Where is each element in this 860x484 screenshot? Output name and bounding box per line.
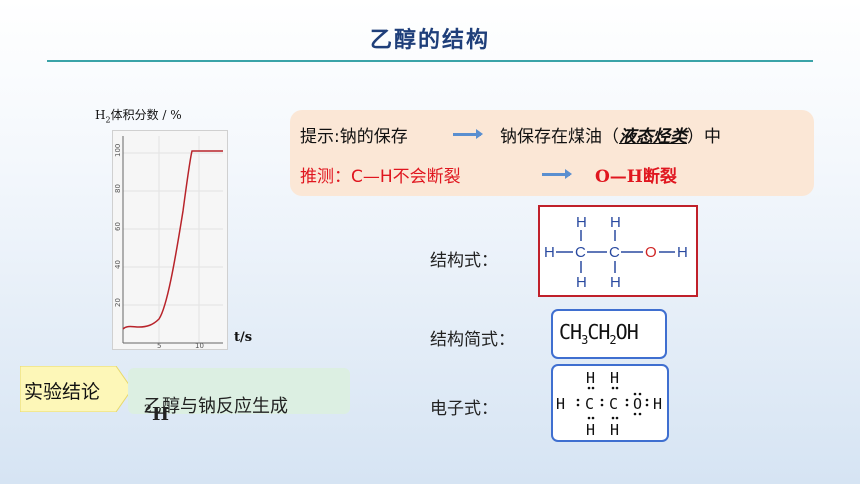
svg-text:C: C xyxy=(609,395,618,413)
svg-text:O: O xyxy=(645,244,657,261)
svg-text:H: H xyxy=(556,395,565,413)
svg-text:H: H xyxy=(544,244,555,261)
svg-text:H: H xyxy=(610,214,621,231)
graph-y-axis-label: H2体积分数 / % xyxy=(95,108,182,125)
svg-text:C: C xyxy=(575,244,586,261)
svg-text:H: H xyxy=(653,395,662,413)
y-tick-60: 60 xyxy=(114,222,122,231)
arrow-right-icon xyxy=(453,129,483,139)
electron-dot-diagram: H H H C C O H H H xyxy=(556,369,662,439)
condensed-formula-label: 结构简式： xyxy=(430,330,515,350)
graph-canvas: 20 40 60 80 100 5 10 xyxy=(114,136,223,350)
hint-line-storage-detail: 钠保存在煤油（液态烃类）中 xyxy=(500,127,721,147)
svg-text:H: H xyxy=(677,244,688,261)
svg-text:H: H xyxy=(586,421,595,439)
svg-text:O: O xyxy=(633,395,642,413)
conclusion-tag-label: 实验结论 xyxy=(24,381,101,403)
slide-title: 乙醇的结构 xyxy=(369,28,490,53)
electron-formula-label: 电子式： xyxy=(430,399,498,419)
svg-text:H: H xyxy=(610,274,621,291)
y-tick-20: 20 xyxy=(114,298,122,307)
svg-text:C: C xyxy=(585,395,594,413)
x-tick-10: 10 xyxy=(195,342,204,349)
h2-volume-curve xyxy=(122,150,223,330)
oh-break-result: O—H断裂 xyxy=(595,167,677,187)
conclusion-tag: 实验结论 xyxy=(20,366,132,412)
structural-formula-label: 结构式： xyxy=(430,251,498,271)
electron-formula-box: H H H C C O H H H xyxy=(551,364,669,442)
condensed-formula-box: CH3CH2OH xyxy=(551,309,667,359)
hint-box: 提示:钠的保存 钠保存在煤油（液态烃类）中 推测：C—H不会断裂 O—H断裂 xyxy=(290,110,814,196)
condensed-formula: CH3CH2OH xyxy=(559,320,639,347)
hydrogen-volume-graph: 20 40 60 80 100 5 10 xyxy=(112,130,228,350)
svg-text:H: H xyxy=(576,274,587,291)
y-tick-80: 80 xyxy=(114,184,122,193)
graph-x-axis-label: t/s xyxy=(234,330,253,345)
svg-text:H: H xyxy=(610,369,619,387)
title-divider xyxy=(47,60,813,62)
svg-text:C: C xyxy=(609,244,620,261)
hint-line-inference: 推测：C—H不会断裂 xyxy=(300,167,461,187)
x-tick-5: 5 xyxy=(157,342,161,349)
svg-text:H: H xyxy=(610,421,619,439)
hint-line-storage: 提示:钠的保存 xyxy=(300,127,408,147)
arrow-right-icon xyxy=(542,169,572,179)
structural-formula-diagram: H H H C C O H H H xyxy=(544,214,688,291)
svg-text:H: H xyxy=(576,214,587,231)
structural-formula-box: H H H C C O H H H xyxy=(538,205,698,297)
y-tick-100: 100 xyxy=(114,144,122,157)
y-tick-40: 40 xyxy=(114,260,122,269)
svg-text:H: H xyxy=(586,369,595,387)
